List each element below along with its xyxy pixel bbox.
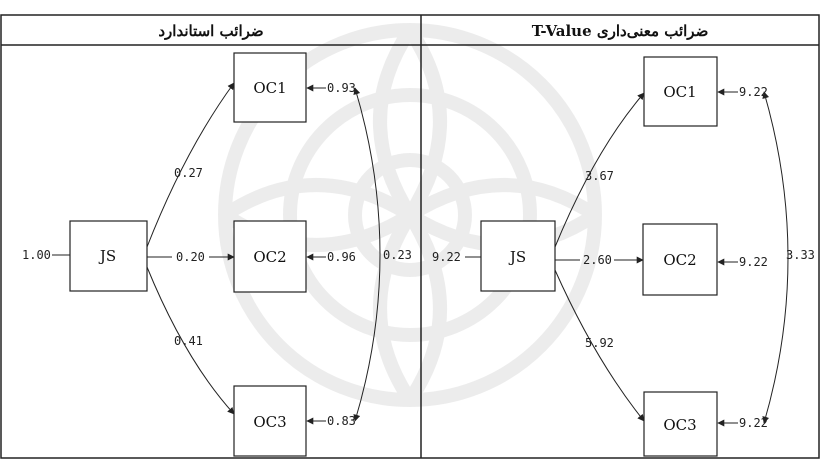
left-node-oc1 [233,52,307,123]
left-oc3-error: 0.83 [327,414,356,428]
right-oc2-error: 9.22 [739,255,768,269]
right-node-oc3 [643,391,718,457]
right-js-error: 9.22 [432,250,461,264]
left-panel-title: ضرائب استاندارد [158,22,263,40]
left-diagram: 1.00 JS 0.27 0.20 0.41 OC1 OC2 OC3 0.93 … [22,52,412,457]
right-path-oc3-coef: 5.92 [585,336,614,350]
left-node-js-label: JS [98,247,116,265]
right-diagram: 9.22 JS 3.67 2.60 5.92 OC1 OC2 OC3 9.22 … [432,56,815,457]
right-path-oc1-coef: 3.67 [585,169,614,183]
right-covariance-label: 3.33 [786,248,815,262]
right-node-oc1 [643,56,718,127]
right-panel-title: ضرائب معنی‌داری T-Value [532,22,709,40]
left-js-error: 1.00 [22,248,51,262]
right-path-oc2-coef: 2.60 [583,253,612,267]
right-node-js-label: JS [508,248,526,266]
table-frame [0,14,820,459]
left-node-oc3 [233,385,307,457]
left-node-oc2 [233,220,307,293]
left-path-oc3-coef: 0.41 [174,334,203,348]
left-node-oc1-label: OC1 [253,79,286,97]
left-node-oc2-label: OC2 [253,248,286,266]
left-path-oc1-coef: 0.27 [174,166,203,180]
left-oc2-error: 0.96 [327,250,356,264]
right-node-oc2-label: OC2 [663,251,696,269]
left-path-oc2-coef: 0.20 [176,250,205,264]
left-covariance-label: 0.23 [383,248,412,262]
right-node-oc3-label: OC3 [663,416,696,434]
right-node-oc1-label: OC1 [663,83,696,101]
left-node-js [69,220,148,292]
right-node-oc2 [642,223,718,296]
left-node-oc3-label: OC3 [253,413,286,431]
left-oc1-error: 0.93 [327,81,356,95]
right-node-js [480,220,556,292]
right-oc1-error: 9.22 [739,85,768,99]
right-oc3-error: 9.22 [739,416,768,430]
watermark-ornament [218,23,602,407]
